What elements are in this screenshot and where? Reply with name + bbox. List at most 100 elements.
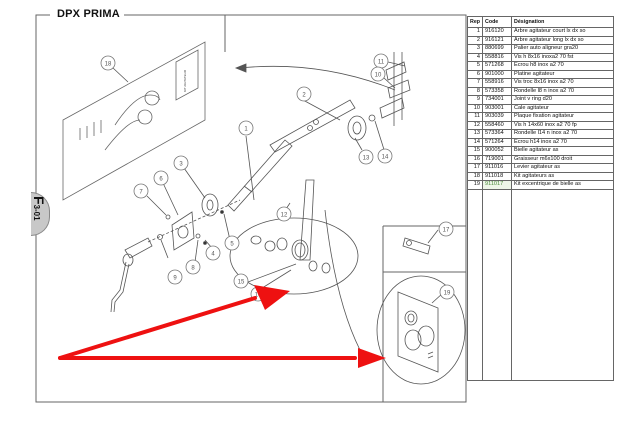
callout-markers: 18 1 2 11 10 13 14 3 6 7 12 5 4 8 9 15 1… <box>100 53 455 302</box>
row-rep: 5 <box>466 61 484 71</box>
callout-6: 6 <box>153 170 169 186</box>
row-code: 900052 <box>482 146 513 156</box>
row-rep: 6 <box>466 69 484 79</box>
table-header-row: Rep Code Désignation <box>466 16 614 28</box>
annotation-arrowhead-detail <box>358 348 386 368</box>
row-designation: Ecrou h14 inox a2 70 <box>511 137 614 147</box>
row-code: 903001 <box>482 103 513 113</box>
annotation-arrows <box>58 285 386 368</box>
row-designation: Plaque fixation agitateur <box>511 112 614 122</box>
row-designation: Kit agitateurs as <box>511 171 614 181</box>
row-designation: Joint v ring d20 <box>511 95 614 105</box>
svg-text:15: 15 <box>238 280 245 286</box>
row-code: 719001 <box>482 154 513 164</box>
row-rep: 3 <box>466 44 484 54</box>
row-rep: 13 <box>466 129 484 139</box>
svg-text:3: 3 <box>179 162 183 168</box>
row-rep: 4 <box>466 52 484 62</box>
row-rep: 17 <box>466 163 484 173</box>
row-code: 911016 <box>482 163 513 173</box>
callout-5: 5 <box>224 235 240 251</box>
callout-18: 18 <box>100 55 116 71</box>
empty-cell <box>466 189 484 381</box>
svg-text:7: 7 <box>139 190 143 196</box>
row-rep: 15 <box>466 146 484 156</box>
svg-text:10: 10 <box>375 73 382 79</box>
row-designation: Ecrou h8 inox a2 70 <box>511 61 614 71</box>
row-rep: 16 <box>466 154 484 164</box>
empty-cell <box>482 189 513 381</box>
callout-19: 19 <box>439 284 455 300</box>
row-designation: Platine agitateur <box>511 69 614 79</box>
section-letter: F <box>31 196 47 205</box>
callout-1: 1 <box>238 120 254 136</box>
row-designation: Vis troc 8x16 inox a2 70 <box>511 78 614 88</box>
svg-text:2: 2 <box>302 93 306 99</box>
row-rep: 11 <box>466 112 484 122</box>
row-code: 916120 <box>482 27 513 37</box>
row-code: 571268 <box>482 61 513 71</box>
svg-text:5: 5 <box>230 242 234 248</box>
callout-3: 3 <box>173 155 189 171</box>
row-code: 571264 <box>482 137 513 147</box>
row-designation: Kit excentrique de bielle as <box>511 180 614 190</box>
kit-agitateur-panel: KIT AGITATEUR <box>62 41 206 201</box>
svg-text:16: 16 <box>255 293 262 299</box>
row-designation: Bielle agitateur as <box>511 146 614 156</box>
row-code: 573358 <box>482 86 513 96</box>
row-designation: Rondelle l8 n inox a2 70 <box>511 86 614 96</box>
header-code: Code <box>482 16 513 28</box>
svg-text:8: 8 <box>191 266 195 272</box>
parts-linework <box>110 52 466 385</box>
row-rep: 7 <box>466 78 484 88</box>
row-rep: 1 <box>466 27 484 37</box>
svg-text:19: 19 <box>444 291 451 297</box>
svg-text:18: 18 <box>105 62 112 68</box>
callout-2: 2 <box>296 86 312 102</box>
row-code: 916121 <box>482 35 513 45</box>
header-designation: Désignation <box>511 16 614 28</box>
row-code: 911017 <box>482 180 513 190</box>
header-rep: Rep <box>466 16 484 28</box>
row-code: 880699 <box>482 44 513 54</box>
callout-17: 17 <box>438 221 454 237</box>
svg-text:13: 13 <box>363 156 370 162</box>
diagram-frame <box>35 14 467 403</box>
row-designation: Vis h 8x16 inoxa2 70 fst <box>511 52 614 62</box>
row-rep: 10 <box>466 103 484 113</box>
row-code: 901000 <box>482 69 513 79</box>
row-rep: 2 <box>466 35 484 45</box>
table-empty-space <box>466 189 614 381</box>
callout-11: 11 <box>373 53 389 69</box>
row-code: 558460 <box>482 120 513 130</box>
callout-4: 4 <box>205 245 221 261</box>
row-designation: Cale agitateur <box>511 103 614 113</box>
svg-text:4: 4 <box>211 252 215 258</box>
callout-14: 14 <box>377 148 393 164</box>
row-designation: Vis h 14x60 inox a2 70 fp <box>511 120 614 130</box>
row-code: 911018 <box>482 171 513 181</box>
svg-text:11: 11 <box>378 60 385 66</box>
row-code: 558816 <box>482 52 513 62</box>
callout-8: 8 <box>185 259 201 275</box>
section-sub: 3-01 <box>32 204 41 221</box>
svg-text:6: 6 <box>159 177 163 183</box>
callout-13: 13 <box>358 149 374 165</box>
row-designation: Graisseur m6x100 droit <box>511 154 614 164</box>
callout-7: 7 <box>133 183 149 199</box>
